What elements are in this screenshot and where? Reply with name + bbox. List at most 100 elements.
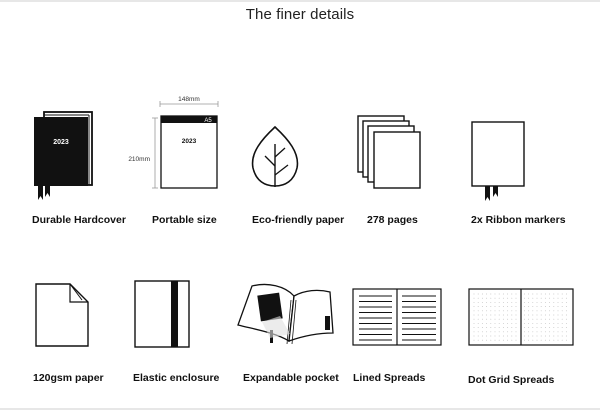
grid-dot	[494, 335, 496, 337]
grid-dot	[528, 310, 530, 312]
grid-dot	[498, 327, 500, 329]
grid-dot	[557, 293, 559, 295]
grid-dot	[515, 310, 517, 312]
grid-dot	[486, 297, 488, 299]
grid-dot	[481, 318, 483, 320]
grid-dot	[561, 314, 563, 316]
grid-dot	[528, 331, 530, 333]
grid-dot	[544, 301, 546, 303]
grid-dot	[477, 327, 479, 329]
grid-dot	[565, 310, 567, 312]
grid-dot	[536, 322, 538, 324]
grid-dot	[557, 314, 559, 316]
grid-dot	[502, 297, 504, 299]
grid-dot	[515, 306, 517, 308]
grid-dot	[490, 301, 492, 303]
grid-dot	[490, 339, 492, 341]
grid-dot	[473, 293, 475, 295]
grid-dot	[557, 297, 559, 299]
grid-dot	[523, 339, 525, 341]
grid-dot	[486, 314, 488, 316]
grid-dot	[540, 335, 542, 337]
grid-dot	[528, 327, 530, 329]
grid-dot	[536, 327, 538, 329]
grid-dot	[536, 301, 538, 303]
grid-dot	[544, 318, 546, 320]
grid-dot	[507, 297, 509, 299]
feature-label-expandable-pocket: Expandable pocket	[243, 372, 339, 384]
grid-dot	[565, 331, 567, 333]
grid-dot	[557, 301, 559, 303]
grid-dot	[536, 297, 538, 299]
grid-dot	[502, 339, 504, 341]
grid-dot	[544, 335, 546, 337]
grid-dot	[494, 339, 496, 341]
grid-dot	[507, 322, 509, 324]
grid-dot	[511, 322, 513, 324]
grid-dot	[498, 322, 500, 324]
grid-dot	[481, 322, 483, 324]
grid-dot	[523, 327, 525, 329]
grid-dot	[477, 314, 479, 316]
grid-dot	[515, 293, 517, 295]
grid-dot	[481, 301, 483, 303]
grid-dot	[557, 322, 559, 324]
grid-dot	[549, 331, 551, 333]
size-badge-text: A5	[204, 118, 212, 124]
grid-dot	[549, 322, 551, 324]
grid-dot	[532, 335, 534, 337]
grid-dot	[507, 339, 509, 341]
grid-dot	[544, 293, 546, 295]
section-title: The finer details	[245, 6, 355, 23]
grid-dot	[473, 322, 475, 324]
grid-dot	[553, 301, 555, 303]
grid-dot	[498, 301, 500, 303]
grid-dot	[536, 314, 538, 316]
grid-dot	[511, 327, 513, 329]
grid-dot	[502, 293, 504, 295]
grid-dot	[544, 310, 546, 312]
grid-dot	[553, 297, 555, 299]
grid-dot	[557, 310, 559, 312]
grid-dot	[549, 339, 551, 341]
grid-dot	[544, 331, 546, 333]
grid-dot	[557, 339, 559, 341]
grid-dot	[528, 322, 530, 324]
grid-dot	[565, 322, 567, 324]
grid-dot	[502, 314, 504, 316]
grid-dot	[549, 301, 551, 303]
grid-dot	[494, 314, 496, 316]
grid-dot	[473, 314, 475, 316]
grid-dot	[561, 318, 563, 320]
grid-dot	[561, 331, 563, 333]
grid-dot	[536, 306, 538, 308]
grid-dot	[473, 318, 475, 320]
grid-dot	[511, 318, 513, 320]
grid-dot	[515, 331, 517, 333]
grid-dot	[553, 327, 555, 329]
grid-dot	[473, 339, 475, 341]
grid-dot	[473, 335, 475, 337]
grid-dot	[523, 314, 525, 316]
grid-dot	[553, 310, 555, 312]
grid-dot	[477, 310, 479, 312]
feature-label-portable-size: Portable size	[152, 214, 217, 226]
grid-dot	[473, 327, 475, 329]
grid-dot	[553, 339, 555, 341]
grid-dot	[540, 314, 542, 316]
grid-dot	[561, 293, 563, 295]
grid-dot	[515, 327, 517, 329]
grid-dot	[540, 339, 542, 341]
grid-dot	[515, 297, 517, 299]
hardcover-year-text: 2023	[53, 139, 69, 146]
grid-dot	[536, 318, 538, 320]
grid-dot	[498, 339, 500, 341]
grid-dot	[565, 339, 567, 341]
grid-dot	[549, 314, 551, 316]
grid-dot	[481, 327, 483, 329]
grid-dot	[473, 297, 475, 299]
grid-dot	[507, 327, 509, 329]
